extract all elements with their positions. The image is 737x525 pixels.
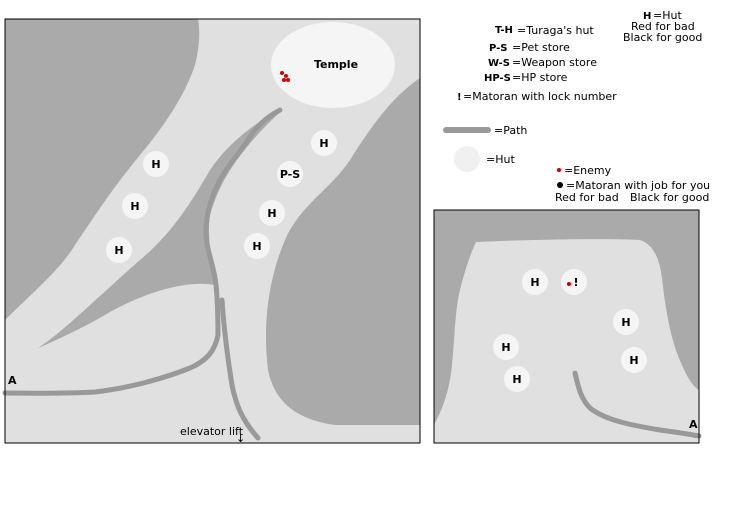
legend-lock-key: ! (457, 92, 462, 103)
legend-th-key: T-H (495, 25, 513, 36)
legend-h-key: H (643, 11, 651, 22)
right-map-path (572, 370, 702, 439)
enemy-marker (286, 78, 290, 82)
enemy-marker (567, 282, 571, 286)
temple-label: Temple (314, 58, 358, 71)
svg-text:H: H (319, 137, 328, 150)
legend-ps-text: =Pet store (512, 41, 570, 54)
legend-hps-text: =HP store (512, 71, 568, 84)
legend-enemy-text: =Enemy (564, 164, 612, 177)
svg-text:P-S: P-S (280, 168, 300, 181)
svg-text:H: H (114, 244, 123, 257)
enemy-cluster (280, 71, 290, 82)
legend-hut-text: =Hut (486, 153, 515, 166)
left-map: Temple H H H H P-S (2, 18, 421, 445)
legend-hps-key: HP-S (484, 73, 511, 84)
right-hut[interactable]: H (613, 309, 639, 335)
svg-text:H: H (267, 207, 276, 220)
left-map-lower-ground (5, 283, 420, 443)
right-hut[interactable]: H (621, 347, 647, 373)
temple[interactable] (271, 22, 395, 108)
right-map-ground (434, 239, 699, 443)
svg-text:!: ! (573, 276, 578, 289)
legend-lock-text: =Matoran with lock number (463, 90, 617, 103)
enemy-marker (282, 78, 286, 82)
left-map-path (2, 107, 283, 396)
left-hut[interactable]: H (143, 151, 169, 177)
left-hut[interactable]: H (259, 200, 285, 226)
right-map: H ! H H H H A (433, 209, 702, 444)
legend-path-text: =Path (494, 124, 527, 137)
legend-job-text: =Matoran with job for you (566, 179, 710, 192)
pet-store[interactable]: P-S (277, 161, 303, 187)
svg-text:H: H (130, 200, 139, 213)
legend-ws-text: =Weapon store (512, 56, 597, 69)
enemy-marker (284, 74, 288, 78)
svg-text:H: H (151, 158, 160, 171)
left-map-ground (5, 19, 420, 443)
left-hut[interactable]: H (244, 233, 270, 259)
legend-job-note-good: Black for good (630, 191, 709, 204)
legend-job-note-bad: Red for bad (555, 191, 619, 204)
right-hut[interactable]: H (504, 366, 530, 392)
right-hut[interactable]: H (493, 334, 519, 360)
svg-text:H: H (252, 240, 261, 253)
legend-h-note-bad: Red for bad (631, 20, 695, 33)
legend-h-note-good: Black for good (623, 31, 702, 44)
enemy-marker (280, 71, 284, 75)
legend-hut-swatch (454, 146, 480, 172)
legend-ps-key: P-S (489, 43, 508, 54)
elevator-arrow: ↓ (236, 432, 245, 445)
left-map-path-branch (219, 297, 261, 441)
svg-text:H: H (501, 341, 510, 354)
legend: T-H =Turaga's hut P-S =Pet store W-S =We… (443, 9, 710, 204)
left-hut[interactable]: H (106, 237, 132, 263)
legend-h-text: =Hut (653, 9, 682, 22)
right-map-border (433, 209, 700, 444)
right-map-marker-a: A (689, 418, 698, 431)
left-map-border (4, 18, 421, 444)
svg-text:H: H (621, 316, 630, 329)
legend-job-swatch (557, 182, 563, 188)
svg-text:H: H (512, 373, 521, 386)
legend-enemy-swatch (557, 168, 561, 172)
legend-th-text: =Turaga's hut (517, 24, 594, 37)
svg-text:H: H (629, 354, 638, 367)
left-hut[interactable]: H (122, 193, 148, 219)
right-hut[interactable]: H (522, 269, 548, 295)
left-hut[interactable]: H (311, 130, 337, 156)
left-map-marker-a: A (8, 374, 17, 387)
right-hut-locked[interactable]: ! (561, 269, 587, 295)
svg-text:H: H (530, 276, 539, 289)
elevator-lift-label: elevator lift (180, 425, 244, 438)
legend-ws-key: W-S (488, 58, 510, 69)
